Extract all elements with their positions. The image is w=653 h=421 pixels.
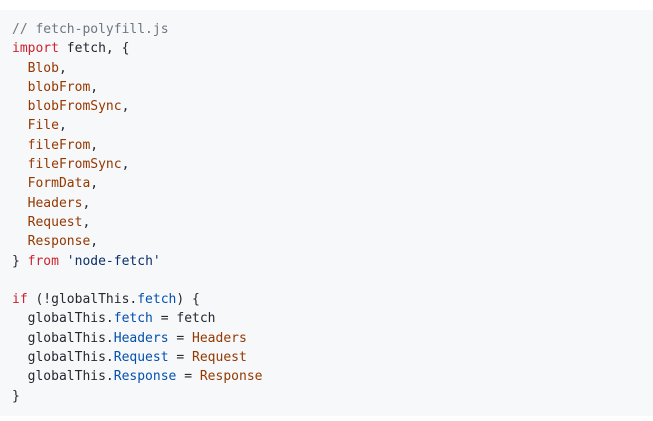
code-line: globalThis.Headers = Headers <box>12 329 641 348</box>
code-token-default: , <box>82 195 91 211</box>
code-line: Request, <box>12 213 641 232</box>
code-token-default <box>12 80 28 95</box>
code-token-default: (!globalThis. <box>27 292 138 308</box>
code-token-default <box>59 254 67 269</box>
code-token-default: ) { <box>176 292 200 308</box>
code-line <box>12 271 641 290</box>
code-token-property: Headers <box>113 330 169 346</box>
code-token-keyword: if <box>12 292 28 308</box>
code-token-default: , <box>58 118 67 134</box>
code-token-default: globalThis. <box>12 330 114 346</box>
code-line: fileFrom, <box>12 136 641 155</box>
code-token-default: } <box>12 253 28 269</box>
code-token-default: globalThis. <box>12 311 114 327</box>
code-token-default: , <box>90 176 99 192</box>
code-token-property: fetch <box>113 311 153 327</box>
code-token-variable: Request <box>192 350 247 366</box>
code-line: FormData, <box>12 174 641 193</box>
code-line: Blob, <box>12 59 641 78</box>
code-token-default <box>12 99 28 114</box>
code-token-default: = <box>168 350 193 366</box>
code-line: if (!globalThis.fetch) { <box>12 290 641 309</box>
code-token-variable: Blob <box>27 60 59 76</box>
code-token-default <box>12 196 28 211</box>
code-token-default: , <box>82 214 91 230</box>
code-token-default: = <box>176 369 200 385</box>
code-token-variable: FormData <box>27 176 91 192</box>
code-token-default <box>12 215 28 230</box>
code-token-default: } <box>12 388 20 404</box>
code-token-variable: Response <box>199 369 263 385</box>
code-token-variable: fileFromSync <box>27 157 122 173</box>
code-token-default: = <box>168 330 193 346</box>
code-token-default: , <box>121 99 130 115</box>
code-token-default: , <box>90 234 99 250</box>
code-token-string: 'node-fetch' <box>66 253 161 269</box>
code-block: // fetch-polyfill.js import fetch, { Blob… <box>0 10 653 416</box>
code-line: globalThis.Request = Request <box>12 348 641 367</box>
code-line: // fetch-polyfill.js <box>12 20 641 39</box>
code-line: } <box>12 387 641 406</box>
code-line: Response, <box>12 232 641 251</box>
code-token-property: Request <box>113 350 169 366</box>
code-token-default: , <box>90 79 99 95</box>
code-line: fileFromSync, <box>12 155 641 174</box>
code-token-default: globalThis. <box>12 369 114 385</box>
code-line: globalThis.fetch = fetch <box>12 309 641 328</box>
code-line: Headers, <box>12 194 641 213</box>
code-token-default <box>12 118 28 133</box>
code-token-default <box>12 234 28 249</box>
code-token-default: , <box>121 157 130 173</box>
code-token-default: globalThis. <box>12 350 114 366</box>
code-token-default: = fetch <box>152 311 216 327</box>
code-token-variable: Request <box>27 214 83 230</box>
code-token-variable: blobFrom <box>27 79 91 95</box>
code-token-keyword: import <box>12 41 59 57</box>
code-token-default: , <box>58 60 67 76</box>
code-token-default <box>12 176 28 191</box>
code-token-comment: // fetch-polyfill.js <box>12 22 169 37</box>
code-line: blobFromSync, <box>12 97 641 116</box>
code-line: globalThis.Response = Response <box>12 367 641 386</box>
code-token-default <box>12 61 28 76</box>
code-token-variable: Headers <box>192 330 247 346</box>
code-line: blobFrom, <box>12 78 641 97</box>
code-token-default: , <box>90 137 99 153</box>
code-line: import fetch, { <box>12 39 641 58</box>
code-token-variable: blobFromSync <box>27 99 122 115</box>
code-token-default: fetch, { <box>58 41 130 57</box>
code-line: File, <box>12 116 641 135</box>
code-token-keyword: from <box>27 253 59 269</box>
code-token-default <box>12 138 28 153</box>
code-token-property: Response <box>113 369 177 385</box>
code-token-property: fetch <box>137 292 177 308</box>
code-token-variable: fileFrom <box>27 137 91 153</box>
code-token-variable: Headers <box>27 195 83 211</box>
code-token-variable: Response <box>27 234 91 250</box>
code-line: } from 'node-fetch' <box>12 252 641 271</box>
code-token-default <box>12 157 28 172</box>
code-token-variable: File <box>27 118 59 134</box>
